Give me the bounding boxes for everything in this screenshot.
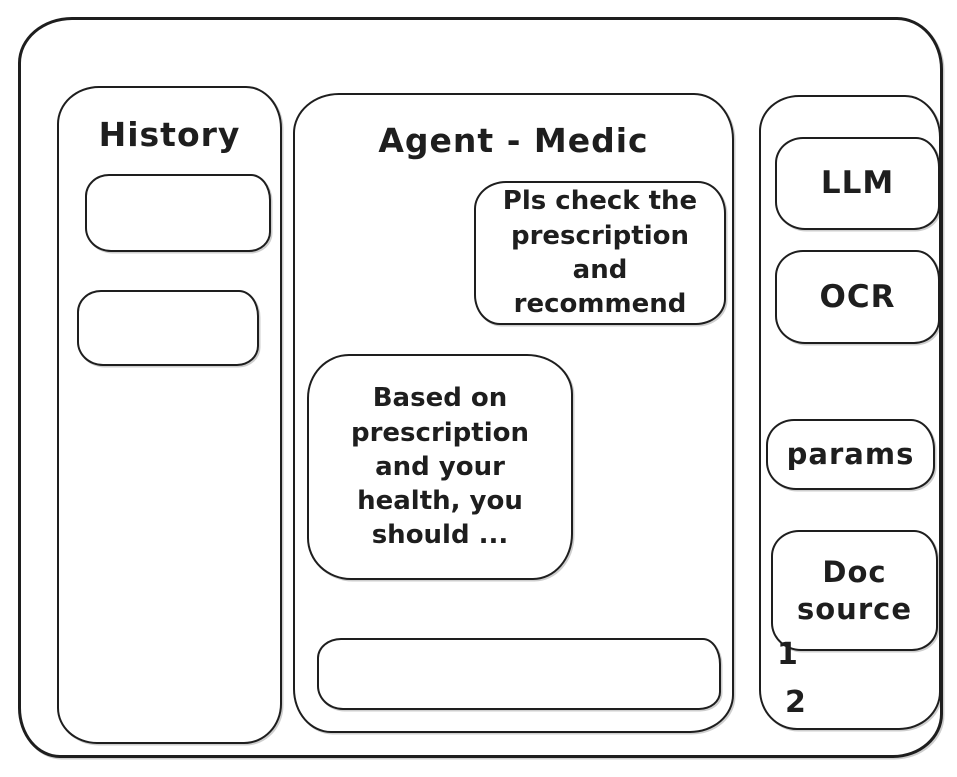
params-button[interactable]: params	[766, 419, 935, 490]
doc-source-item-2[interactable]: 2	[785, 685, 806, 720]
doc-source-item-1[interactable]: 1	[777, 637, 798, 672]
agent-message-bubble: Based on prescription and your health, y…	[307, 354, 573, 580]
history-item[interactable]	[85, 174, 271, 252]
history-title: History	[98, 115, 241, 154]
llm-button[interactable]: LLM	[775, 137, 940, 230]
doc-source-button[interactable]: Doc source	[771, 530, 938, 651]
chat-panel-title: Agent - Medic	[378, 121, 649, 160]
tools-sidebar: LLM OCR params Doc source 1 2	[759, 95, 941, 730]
user-message-bubble: Pls check the prescription and recommend	[474, 181, 726, 325]
history-sidebar: History	[57, 86, 282, 744]
message-input[interactable]	[317, 638, 721, 710]
ocr-button[interactable]: OCR	[775, 250, 940, 344]
chat-panel: Agent - Medic Pls check the prescription…	[293, 93, 734, 733]
history-item[interactable]	[77, 290, 259, 366]
app-window: History Agent - Medic Pls check the pres…	[18, 17, 943, 758]
